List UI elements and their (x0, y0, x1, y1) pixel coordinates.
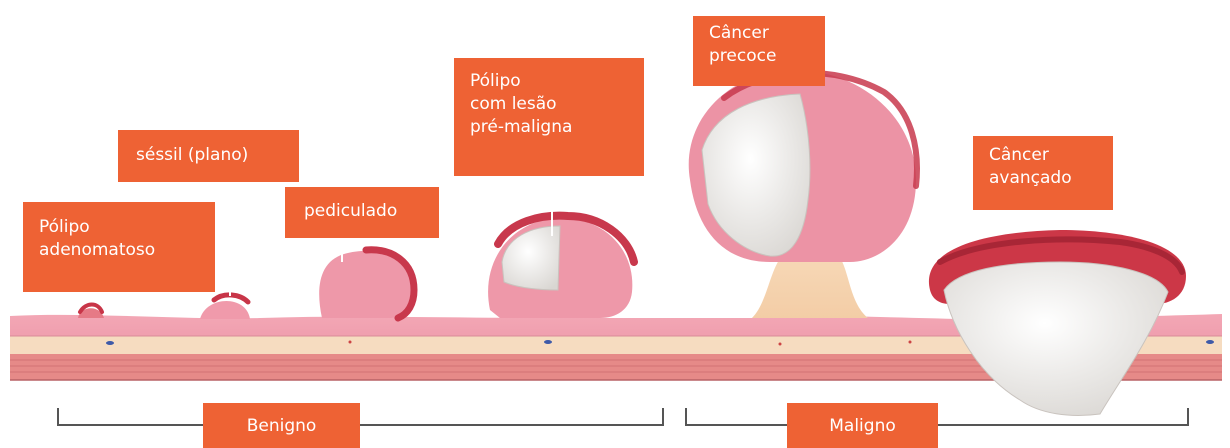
label-polipo-adenomatoso: Pólipo adenomatoso (23, 202, 215, 292)
pedunculated-polyp (319, 250, 414, 318)
adenoma-lesion (78, 305, 104, 319)
label-cancer-precoce: Câncer precoce (693, 16, 825, 86)
section-benigno: Benigno (203, 403, 360, 448)
label-pediculado: pediculado (285, 187, 439, 238)
advanced-cancer (929, 230, 1186, 415)
label-sessil-plano: séssil (plano) (118, 130, 299, 182)
label-cancer-avancado: Câncer avançado (973, 136, 1113, 210)
benign-bracket (58, 408, 663, 425)
premalignant-polyp (488, 216, 634, 318)
sessile-polyp (200, 295, 250, 319)
early-cancer (689, 70, 917, 318)
section-maligno: Maligno (787, 403, 938, 448)
label-polipo-lesao-pre-maligna: Pólipo com lesão pré-maligna (454, 58, 644, 176)
